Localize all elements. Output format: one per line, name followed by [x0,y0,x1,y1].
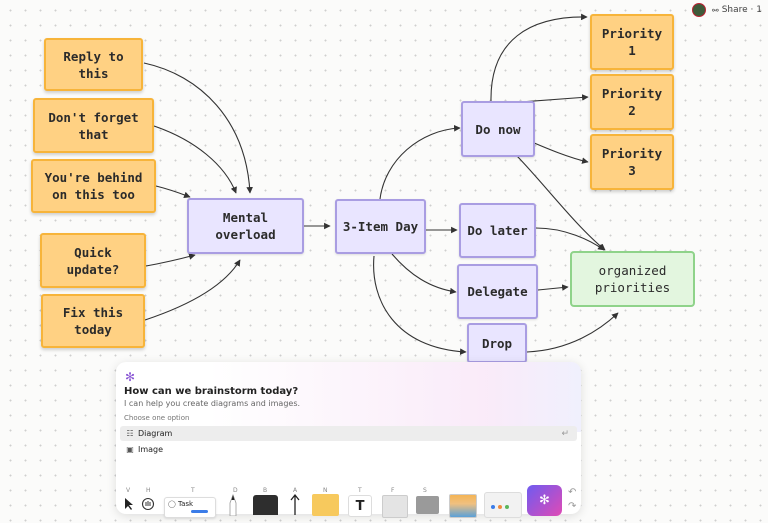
sticky-note-text: You're behind on this too [44,170,143,202]
connector [143,62,253,194]
shortcut-key: T [191,487,195,494]
connector [373,255,467,355]
sticky-note[interactable]: Reply to this [44,38,143,91]
shortcut-key: V [126,487,131,494]
sticky-note-text: Don't forget that [48,109,139,142]
connector [144,259,241,321]
connector [391,253,457,295]
section-tool-icon[interactable] [416,496,439,514]
redo-icon[interactable]: ↷ [568,501,577,512]
node-delegate[interactable]: Delegate [457,264,538,319]
sticky-note-text: Priority 3 [601,146,663,178]
return-icon: ↵ [561,428,569,439]
shortcut-key: B [263,487,268,494]
hand-icon[interactable] [141,497,155,511]
node-drop[interactable]: Drop [467,323,527,363]
option-image[interactable]: ▣ Image [120,442,577,457]
connector [145,253,196,267]
undo-icon[interactable]: ↶ [568,487,577,498]
pen-icon[interactable] [225,493,241,516]
node-organized-priorities[interactable]: organized priorities [570,251,695,307]
sparkle-icon: ✻ [125,370,136,384]
frame-tool-icon[interactable] [382,495,408,518]
shortcut-key: A [293,487,298,494]
option-label: Image [138,445,164,454]
option-label: Diagram [138,429,173,438]
sticky-note-priority-2[interactable]: Priority 2 [590,74,674,130]
node-mental-overload[interactable]: Mental overload [187,198,304,254]
sticky-note-text: Quick update? [66,244,120,277]
shortcut-key: D [233,487,238,494]
sticky-note-text: Reply to this [63,48,124,81]
connector [516,155,606,251]
share-button[interactable]: ⚯ Share · 1 [712,5,762,15]
sticky-note[interactable]: You're behind on this too [31,159,156,213]
sticky-note[interactable]: Quick update? [40,233,146,288]
ai-brainstorm-panel: ✻ How can we brainstorm today? I can hel… [116,362,581,514]
shortcut-key: N [323,487,328,494]
node-label: Do later [467,223,528,238]
connector [537,284,569,291]
task-card-tool[interactable]: ◯ Task [164,497,216,518]
connector [155,185,191,199]
image-tool-icon[interactable] [449,494,477,518]
pointer-icon[interactable] [122,497,136,511]
diagram-icon: ☷ [126,429,134,438]
connector [526,312,619,353]
arrow-tool-icon[interactable] [288,493,302,515]
node-label: organized priorities [594,263,671,295]
sticky-note[interactable]: Don't forget that [33,98,154,153]
task-label: Task [178,500,194,508]
node-label: Mental overload [215,210,276,242]
panel-subtitle: I can help you create diagrams and image… [124,399,301,408]
lock-icon: ⚯ [712,5,719,15]
check-circle-icon: ◯ [168,500,176,508]
shortcut-key: F [391,487,395,494]
task-status-bar [191,510,208,513]
connector [153,125,237,194]
node-do-now[interactable]: Do now [461,101,535,157]
shape-tool-icon[interactable] [253,495,278,515]
sticky-note-tool-icon[interactable] [312,494,339,516]
shortcut-key: H [146,487,151,494]
top-bar: ⚯ Share · 1 [692,3,762,17]
connector [490,13,588,102]
node-label: 3-Item Day [342,219,419,234]
option-diagram[interactable]: ☷ Diagram ↵ [120,426,577,441]
panel-gradient [116,362,581,432]
image-icon: ▣ [126,445,134,454]
node-do-later[interactable]: Do later [459,203,536,258]
share-label: Share · 1 [721,5,762,15]
connector [535,227,605,251]
templates-tool-icon[interactable] [484,492,522,518]
choose-option-label: Choose one option [124,414,190,422]
shortcut-key: S [423,487,427,494]
panel-title: How can we brainstorm today? [124,386,299,397]
node-label: Delegate [467,284,528,299]
sticky-note[interactable]: Fix this today [41,294,145,348]
shortcut-key: T [358,487,362,494]
avatar[interactable] [692,3,707,17]
sticky-note-text: Priority 2 [601,86,663,118]
connector [379,125,461,200]
ai-generate-button[interactable]: ✻ [527,485,562,516]
sticky-note-priority-1[interactable]: Priority 1 [590,14,674,70]
bottom-toolbar: V H T D B A N T F S ◯ Task T ✻ ↶ ↷ [116,483,581,518]
node-label: Do now [475,121,521,137]
sticky-note-text: Priority 1 [601,26,663,58]
text-tool-icon[interactable]: T [348,495,372,517]
node-label: Drop [481,335,513,351]
sticky-note-text: Fix this today [62,305,124,337]
sticky-note-priority-3[interactable]: Priority 3 [590,134,674,190]
node-3-item-day[interactable]: 3-Item Day [335,199,426,254]
